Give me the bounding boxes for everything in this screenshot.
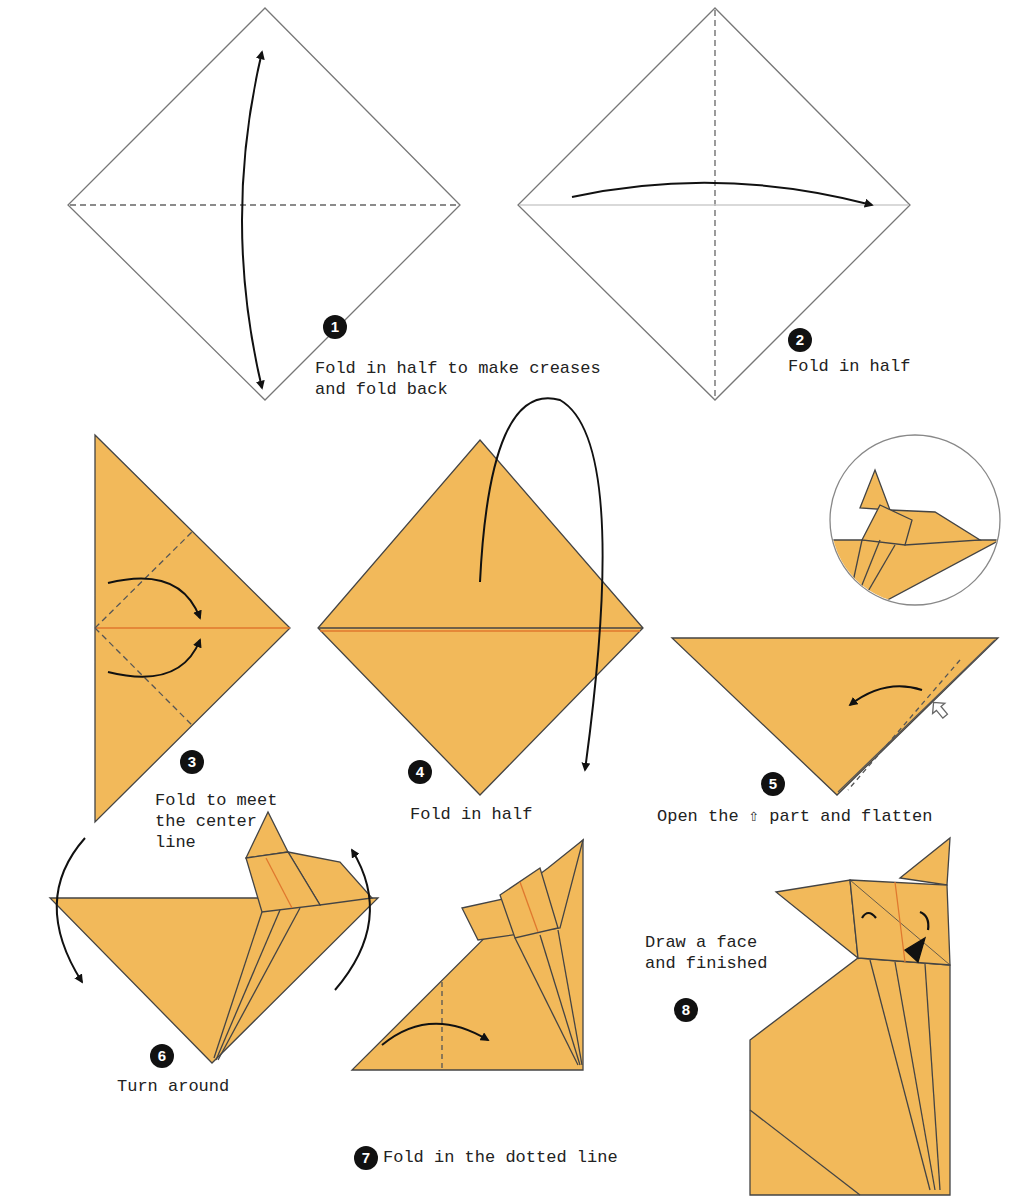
paper-square — [68, 8, 460, 400]
step-disc — [674, 998, 698, 1022]
fold-edge — [895, 962, 935, 1190]
instruction-text: Open the ⇧ part and flatten — [657, 806, 1007, 827]
fox-eye — [862, 913, 876, 918]
fold-arrow — [850, 686, 922, 705]
fox-tail-fold — [750, 1110, 860, 1195]
instruction-text: Fold in half — [788, 356, 988, 377]
step-number: 6 — [150, 1044, 174, 1068]
fold-edge — [850, 880, 950, 965]
step-number: 2 — [788, 328, 812, 352]
fold-arrow — [382, 1024, 488, 1045]
step-disc — [150, 1044, 174, 1068]
fox-face — [500, 868, 558, 938]
fox-body — [352, 840, 583, 1070]
step-disc — [323, 315, 347, 339]
step-number: 1 — [323, 315, 347, 339]
center-line — [895, 882, 905, 962]
fold-edge — [558, 930, 582, 1065]
fox-head — [246, 852, 320, 912]
fox-head — [462, 840, 583, 940]
fold-arrow — [480, 398, 603, 770]
instruction-text: Turn around — [117, 1076, 317, 1097]
center-line — [95, 627, 290, 629]
step-number: 4 — [408, 760, 432, 784]
step-disc — [180, 750, 204, 774]
fox-ear — [900, 838, 950, 885]
fox-body — [50, 898, 378, 1063]
step-disc — [408, 760, 432, 784]
fold-edge — [216, 910, 280, 1060]
fold-edge — [838, 640, 995, 792]
instruction-text: Fold in half — [410, 804, 610, 825]
fold-edge — [870, 960, 930, 1190]
instruction-text: Fold in half to make creases and fold ba… — [315, 358, 615, 400]
fold-line — [848, 660, 960, 790]
fox-body — [750, 958, 950, 1195]
fox-ear — [776, 880, 858, 958]
turn-arrow — [57, 838, 85, 982]
fox-eye — [920, 912, 928, 930]
step-disc — [761, 772, 785, 796]
fold-edge — [540, 935, 580, 1065]
fox-nose — [905, 938, 925, 962]
paper-square — [518, 8, 910, 400]
center-line — [318, 627, 643, 628]
fold-line — [95, 532, 192, 628]
instruction-text: Fold to meet the center line — [155, 790, 295, 853]
turn-arrow — [335, 850, 370, 990]
fold-line — [70, 204, 458, 205]
fox-head — [850, 880, 950, 965]
fold-edge — [925, 964, 940, 1190]
instruction-text: Fold in the dotted line — [383, 1147, 683, 1168]
center-line — [520, 882, 538, 932]
step-number: 8 — [674, 998, 698, 1022]
fold-arrow — [108, 640, 200, 677]
step-number: 5 — [761, 772, 785, 796]
detail-inset-drawing — [820, 470, 1000, 620]
fold-arrow — [108, 578, 200, 618]
fold-line — [441, 982, 442, 1068]
fold-edge — [218, 908, 300, 1060]
paper-triangle — [672, 638, 998, 795]
open-pointer — [927, 697, 951, 721]
center-line — [320, 630, 640, 631]
center-line — [266, 858, 292, 908]
step-number: 3 — [180, 750, 204, 774]
crease-line — [520, 204, 908, 205]
paper-triangle — [95, 435, 290, 822]
instruction-text: Draw a face and finished — [645, 932, 795, 974]
fold-edge — [214, 912, 262, 1058]
step-disc — [788, 328, 812, 352]
step-disc — [354, 1146, 378, 1170]
fold-line — [714, 10, 715, 398]
step-number: 7 — [354, 1146, 378, 1170]
paper-kite — [318, 440, 643, 795]
fold-arrow — [572, 183, 872, 205]
fold-arrow — [242, 52, 262, 388]
